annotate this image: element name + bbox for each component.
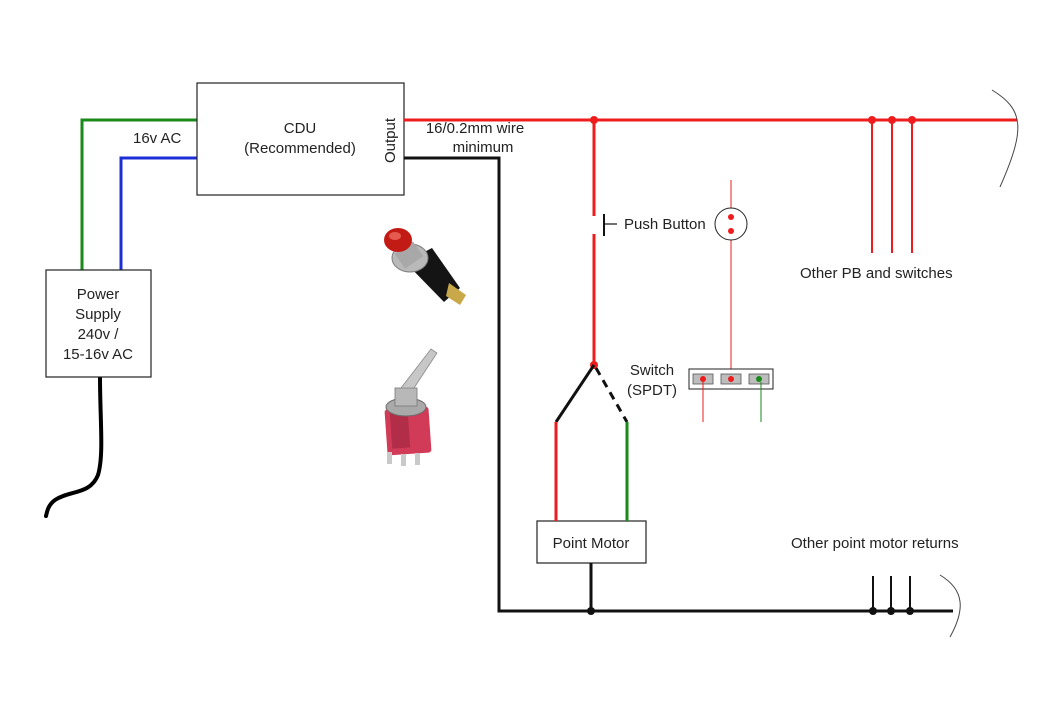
ac-wire-blue	[119, 156, 197, 270]
push-button-photo	[384, 228, 466, 305]
other-pb-junction-2	[888, 116, 896, 124]
wire-spec-line2: minimum	[453, 139, 514, 156]
switch-label-line2: (SPDT)	[627, 382, 677, 399]
switch-label-line1: Switch	[630, 362, 674, 379]
return-bus-break-mark	[939, 574, 961, 638]
other-return-junction-2	[887, 607, 895, 615]
wire-spec-line1: 16/0.2mm wire	[426, 120, 524, 137]
mains-cable	[44, 375, 104, 518]
toggle-switch-photo	[384, 348, 438, 466]
other-return-junction-3	[906, 607, 914, 615]
spdt-blade	[554, 364, 596, 423]
live-bus-break-mark	[991, 89, 1019, 188]
cdu-title: CDU	[284, 120, 317, 137]
live-junction	[590, 116, 598, 124]
cdu-output-label: Output	[382, 117, 399, 163]
other-returns-label: Other point motor returns	[791, 535, 959, 552]
other-return-junction-1	[869, 607, 877, 615]
point-motor-box	[536, 520, 647, 564]
spdt-pin-mid-dot	[728, 376, 734, 382]
spdt-pin-right-dot	[756, 376, 762, 382]
return-wire	[404, 156, 953, 613]
spdt-open-contact	[594, 367, 629, 423]
other-pb-junction-3	[908, 116, 916, 124]
cdu-subtitle: (Recommended)	[244, 140, 356, 157]
motor-return-junction	[587, 607, 595, 615]
psu-label-line3: 240v /	[78, 326, 120, 343]
psu-label-line4: 15-16v AC	[63, 346, 133, 363]
cdu-box	[196, 82, 405, 196]
other-pb-label: Other PB and switches	[800, 265, 953, 282]
power-supply-box	[45, 269, 152, 378]
spdt-pin-left-dot	[700, 376, 706, 382]
ac-wire-green	[80, 118, 197, 270]
pb-pin-body	[714, 207, 748, 241]
point-motor-label: Point Motor	[553, 535, 630, 552]
ac-voltage-label: 16v AC	[133, 130, 182, 147]
pb-pin-1	[728, 214, 734, 220]
pb-pin-2	[728, 228, 734, 234]
psu-label-line2: Supply	[75, 306, 121, 323]
other-pb-junction-1	[868, 116, 876, 124]
psu-label-line1: Power	[77, 286, 120, 303]
push-button-label: Push Button	[624, 216, 706, 233]
